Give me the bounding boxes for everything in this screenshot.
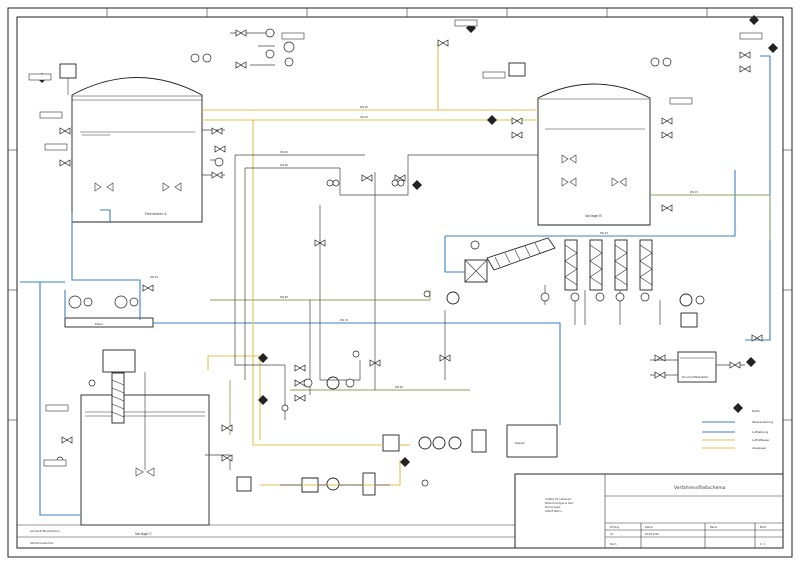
pump-3-icon: [448, 436, 462, 450]
line-labels: DN 25 DN 25 DN 40 DN 40 DN 15 DN 25 DN 2…: [150, 105, 698, 389]
fermenter-a-label: Fermenter A: [145, 212, 167, 216]
process-lines: [202, 32, 745, 486]
vorlage-c-label: Vorlage C: [135, 532, 152, 536]
kessel-label: Kessel: [515, 441, 525, 445]
drawing-title: Verfahrensfließschema: [674, 485, 726, 491]
legend: Kälte Wasserleitung Luftleitung Luft/Was…: [702, 409, 773, 450]
filter-column: [362, 472, 376, 496]
legend-item-1: Wasserleitung: [752, 420, 773, 424]
air-lines: [202, 42, 538, 486]
mixer-box: [236, 476, 252, 492]
agitator-icon: [94, 182, 182, 192]
line-label-6: DN 25: [600, 231, 608, 235]
line-label-4: DN 15: [340, 318, 348, 322]
border-ticks: [8, 8, 792, 421]
tb-cell-5: 05.09.2016: [645, 533, 659, 536]
line-label-5: DN 25: [150, 275, 158, 279]
agitator-b-icon: [561, 154, 627, 187]
tb-cell-10: 1 / 1: [760, 543, 766, 546]
line-label-2: DN 40: [280, 150, 288, 154]
legend-item-4: Abwasser: [752, 446, 767, 450]
dryer-columns: [564, 239, 653, 291]
fermenter-a-tank: Fermenter A: [71, 77, 203, 223]
pump-5-icon: [326, 376, 340, 390]
drawing-frame: [16, 16, 784, 549]
legend-item-2: Luftleitung: [752, 430, 768, 434]
druckluft-label: Druckluftbehälter: [682, 375, 709, 379]
separator: [471, 429, 487, 453]
fermenter-b-label: Vorlage B: [585, 214, 602, 218]
manifold-label: Mixer: [95, 322, 104, 326]
pump-icon: [326, 477, 340, 491]
screw-conveyor-diagonal: [464, 237, 556, 283]
legend-item-0: Kälte: [752, 409, 760, 413]
line-label-9: DN 15: [690, 190, 698, 194]
valve-icons: [59, 29, 763, 462]
motor-b-icon: [508, 62, 526, 77]
tag-boxes: [28, 19, 763, 467]
left-label-2: Verfahrenstechnik: [30, 541, 54, 545]
motor-icon: [59, 63, 77, 95]
left-label-1: Lehrstuhl Bioverfahren: [30, 529, 60, 533]
fermenter-b-tank: Vorlage B: [537, 83, 651, 226]
agitator-c-icon: [135, 467, 155, 477]
druckluft-tank: [677, 351, 717, 383]
line-label-1: DN 25: [360, 115, 368, 119]
kessel-box: [506, 424, 558, 458]
screw-conveyor-vertical: [102, 349, 136, 424]
tb-cell-0: Prüfung: [610, 526, 620, 529]
sheet-border: [7, 7, 793, 558]
company-line-3: 10623 Berlin: [545, 509, 562, 513]
company-line-1: Biotechnologie & Verf.: [545, 501, 574, 505]
line-label-7: DN 50: [280, 295, 288, 299]
tb-cell-4: 01: [610, 533, 614, 536]
tb-cell-2: Name: [710, 526, 718, 529]
filter-box: [680, 312, 698, 328]
line-label-3: DN 40: [280, 163, 288, 167]
line-label-8: DN 50: [395, 385, 403, 389]
tb-cell-1: Datum: [645, 526, 654, 529]
pump-2-icon: [418, 436, 432, 450]
motor-2-icon: [432, 436, 446, 450]
instrument-bubbles: [56, 28, 705, 487]
heat-exchanger: [382, 434, 400, 452]
title-block: Verfahrensfließschema Institut für Leben…: [17, 473, 784, 549]
legend-item-3: Luft/Wasser: [752, 438, 770, 442]
tb-cell-3: Blatt: [760, 526, 766, 529]
tb-cell-8: Norm: [610, 543, 617, 546]
pump-4-icon: [446, 291, 460, 305]
line-label-0: DN 25: [360, 105, 368, 109]
water-lines: [20, 55, 771, 516]
company-line-0: Institut für Lebensm.: [545, 497, 572, 501]
company-line-2: Technologie: [545, 505, 561, 509]
pump-6-icon: [679, 293, 693, 307]
